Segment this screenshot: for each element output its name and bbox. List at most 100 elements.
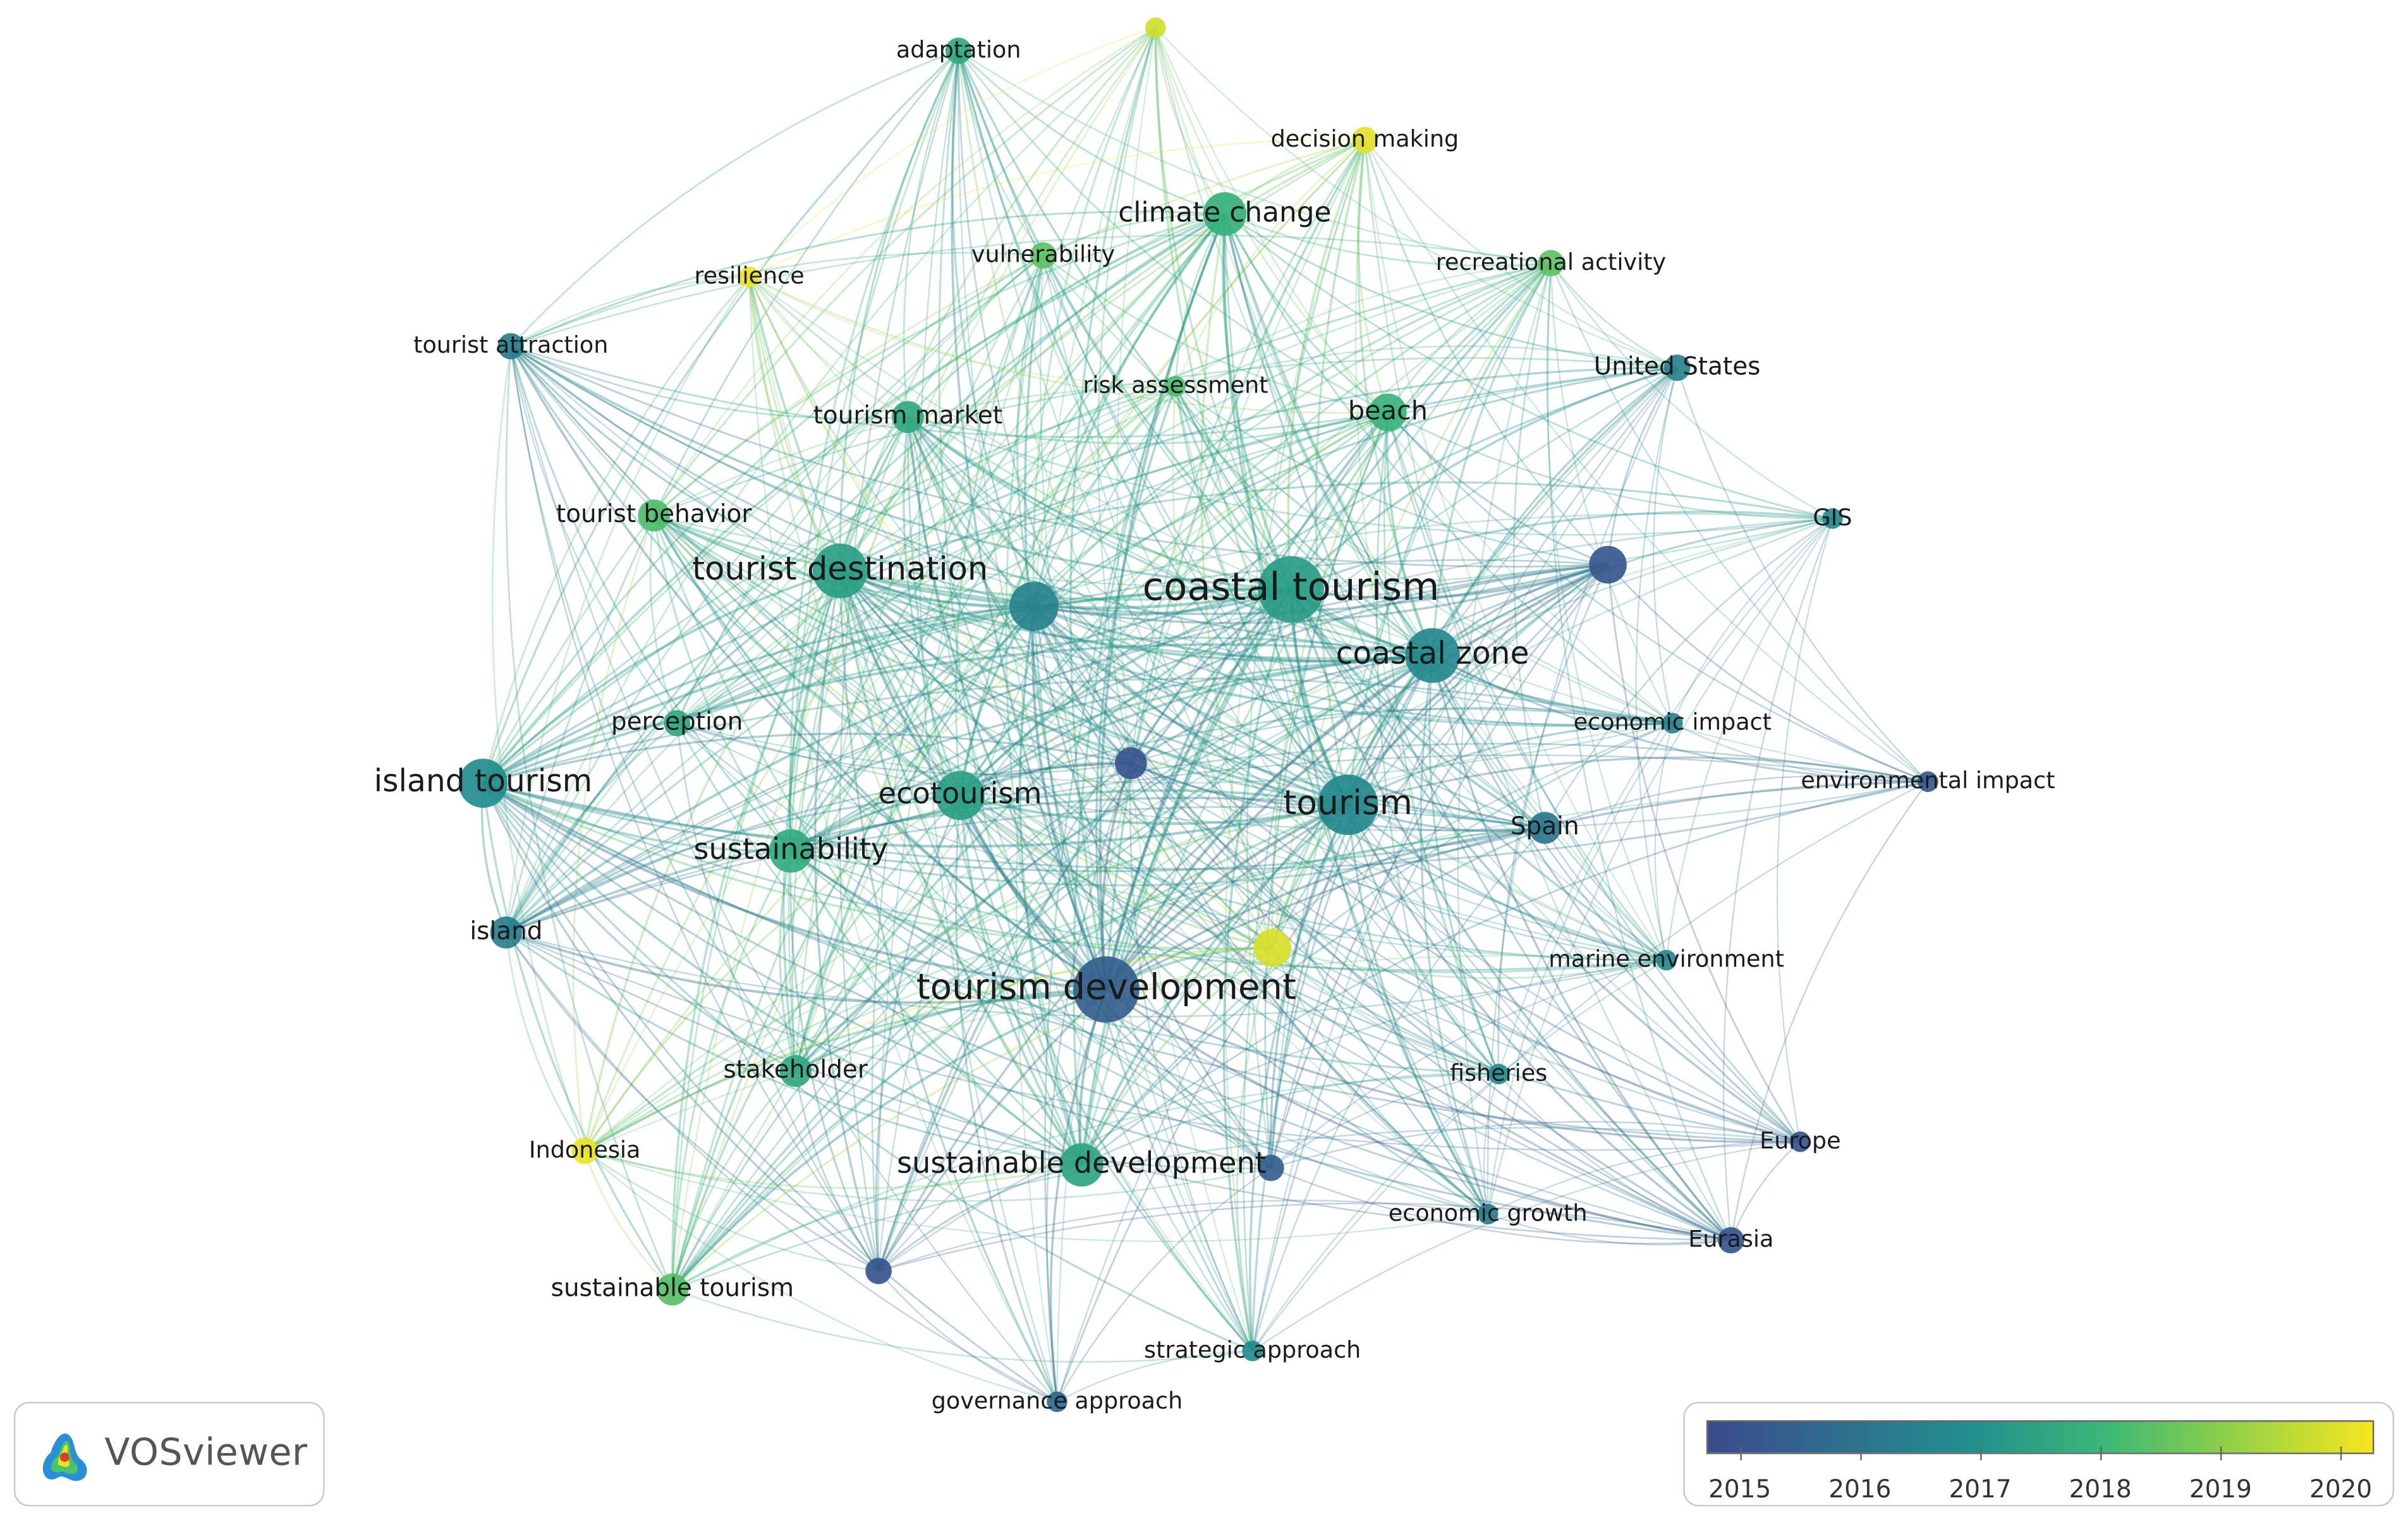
node-ecotourism[interactable] (935, 770, 985, 820)
node-gis[interactable] (1822, 508, 1843, 529)
network-link (1224, 213, 1677, 369)
node-indonesia[interactable] (571, 1138, 598, 1164)
network-link (1042, 212, 1225, 257)
node-n-purple-low[interactable] (865, 1258, 892, 1284)
legend-tick (2220, 1446, 2222, 1461)
network-link (1056, 367, 1678, 1403)
network-link (583, 213, 1225, 1152)
network-link (1354, 140, 1500, 1075)
node-strategic-approach[interactable] (1242, 1341, 1263, 1361)
network-link (903, 417, 961, 796)
network-link (1040, 255, 1253, 1351)
node-island[interactable] (490, 916, 523, 949)
node-n-yellow-center[interactable] (1253, 928, 1292, 967)
node-tourist-destination[interactable] (812, 543, 868, 599)
node-label-tourism: tourism (1283, 782, 1413, 822)
node-coastal-tourism[interactable] (1258, 556, 1324, 623)
network-link (1116, 27, 1253, 1351)
network-link (955, 795, 1058, 1403)
network-link (1224, 140, 1366, 1351)
node-n-purple-right[interactable] (1589, 545, 1627, 584)
node-sustainability[interactable] (769, 829, 813, 873)
network-link (959, 411, 1389, 796)
node-europe[interactable] (1790, 1131, 1811, 1152)
network-link (839, 569, 1349, 807)
network-link (907, 416, 1291, 591)
network-link (482, 782, 1253, 1352)
node-sustainable-development[interactable] (1060, 1143, 1104, 1187)
node-stakeholder[interactable] (779, 1055, 812, 1087)
node-sustainable-tourism[interactable] (656, 1273, 689, 1306)
node-label-strategic-approach: strategic approach (1144, 1336, 1361, 1363)
node-economic-impact[interactable] (1662, 712, 1683, 734)
network-link (1033, 606, 1272, 1169)
network-link (839, 569, 1433, 663)
node-island-tourism[interactable] (458, 758, 508, 808)
node-perception[interactable] (664, 710, 690, 737)
network-link (907, 416, 1433, 657)
network-link (1224, 213, 1833, 520)
node-label-tourist-destination: tourist destination (692, 551, 988, 588)
node-marine-environment[interactable] (1656, 949, 1677, 971)
node-economic-growth[interactable] (1477, 1203, 1499, 1225)
node-n-purple-sd[interactable] (1258, 1154, 1284, 1181)
node-vulnerability[interactable] (1030, 242, 1057, 269)
network-link (790, 654, 1433, 852)
node-adaptation[interactable] (945, 37, 972, 64)
network-link (1544, 518, 1833, 829)
network-link (1635, 367, 1678, 961)
node-tourism-market[interactable] (892, 401, 924, 434)
node-tourist-attraction[interactable] (497, 332, 525, 360)
network-link (918, 51, 1058, 1403)
node-spain[interactable] (1528, 812, 1561, 844)
network-link (877, 27, 1157, 1271)
node-label-environmental-impact: environmental impact (1801, 767, 2055, 794)
network-link (1174, 386, 1545, 829)
network-link (959, 213, 1226, 796)
network-link (1607, 564, 1928, 782)
network-link (1130, 762, 1488, 1215)
node-tourist-behavior[interactable] (638, 499, 670, 532)
node-resilience[interactable] (739, 266, 760, 288)
network-link (1032, 27, 1157, 607)
node-label-decision-making: decision making (1271, 125, 1459, 152)
node-coastal-zone[interactable] (1405, 628, 1460, 683)
network-link (653, 514, 961, 797)
network-link (1130, 707, 1673, 764)
network-link (1730, 781, 1929, 1241)
node-environmental-impact[interactable] (1918, 771, 1938, 793)
network-link (482, 27, 1157, 784)
node-n-purple-center[interactable] (1115, 747, 1147, 779)
network-link (1271, 411, 1389, 948)
node-united-states[interactable] (1663, 355, 1691, 381)
network-link (653, 514, 1545, 829)
network-link (510, 50, 959, 347)
network-link (906, 417, 1274, 949)
node-label-fisheries: fisheries (1450, 1059, 1547, 1087)
network-link (482, 782, 1499, 1075)
network-link (676, 722, 1928, 831)
network-link (1251, 781, 1928, 1352)
node-fisheries[interactable] (1488, 1063, 1509, 1085)
network-link (1654, 722, 1674, 961)
node-tourism[interactable] (1317, 774, 1378, 836)
node-eurasia[interactable] (1717, 1227, 1744, 1254)
node-n-mid-blue[interactable] (1009, 581, 1059, 631)
node-risk-assessment[interactable] (1165, 375, 1186, 397)
network-link (789, 27, 1157, 851)
node-decision-making[interactable] (1351, 126, 1378, 154)
node-n-top[interactable] (1145, 17, 1166, 39)
network-link (482, 782, 1731, 1241)
node-governance-approach[interactable] (1047, 1391, 1067, 1413)
node-label-climate-change: climate change (1118, 196, 1331, 228)
network-link (1607, 367, 1678, 565)
network-link (482, 782, 791, 853)
network-link (907, 212, 1225, 418)
node-tourism-development[interactable] (1073, 956, 1140, 1023)
node-recreational-activity[interactable] (1538, 250, 1564, 277)
node-beach[interactable] (1369, 393, 1407, 432)
node-climate-change[interactable] (1203, 192, 1247, 236)
network-link (1155, 27, 1546, 829)
network-link (482, 212, 1225, 784)
network-link (1550, 262, 1678, 368)
